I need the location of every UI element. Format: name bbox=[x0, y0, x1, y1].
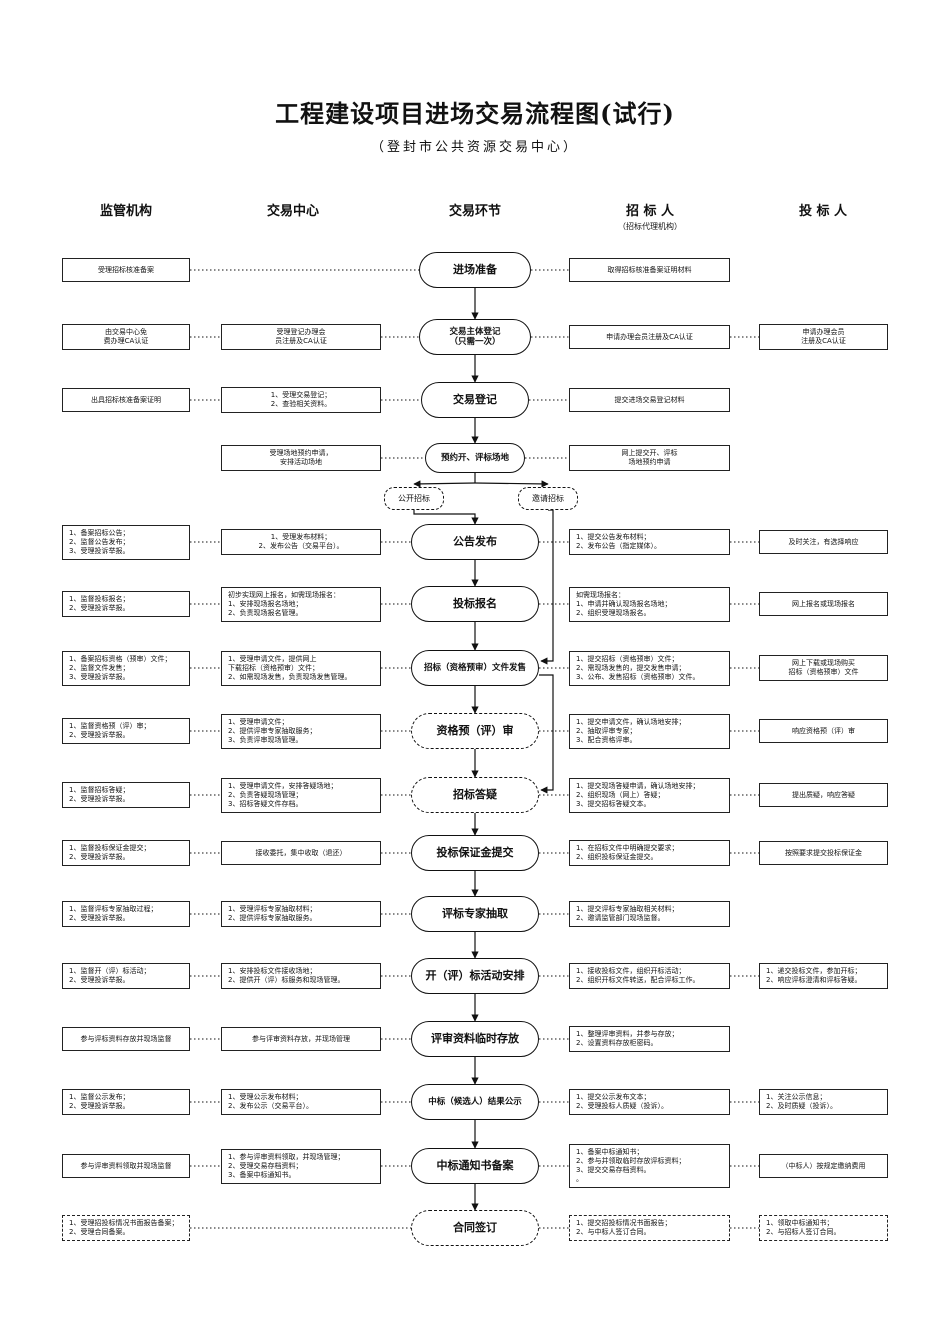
supervisor-box: 1、备案招标公告； 2、监督公告发布； 3、受理投诉举报。 bbox=[62, 524, 190, 560]
column-header-tenderer: 招 标 人 bbox=[625, 204, 675, 219]
column-note-tenderer: （招标代理机构） bbox=[618, 222, 682, 231]
tenderer-box: 取得招标核准备案证明材料 bbox=[569, 258, 730, 282]
tenderer-box: 1、提交评标专家抽取相关材料； 2、邀请监管部门现场监督。 bbox=[569, 901, 730, 927]
tenderer-box: 提交进场交易登记材料 bbox=[569, 388, 730, 412]
stage-node: 招标（资格预审）文件发售 bbox=[411, 650, 539, 686]
branch-open-tender: 公开招标 bbox=[384, 487, 444, 510]
center-box: 1、受理申请文件； 2、提供评审专家抽取服务； 3、负责评审现场管理。 bbox=[221, 713, 381, 749]
supervisor-box: 受理招标核准备案 bbox=[62, 258, 190, 282]
tenderer-box: 1、在招标文件中明确提交要求； 2、组织投标保证金提交。 bbox=[569, 840, 730, 866]
bidder-box: 申请办理会员 注册及CA认证 bbox=[759, 324, 888, 350]
center-box: 1、受理交易登记； 2、查验相关资料。 bbox=[221, 387, 381, 413]
stage-node: 合同签订 bbox=[411, 1210, 539, 1246]
center-box: 1、受理公示发布材料； 2、发布公示（交易平台）。 bbox=[221, 1089, 381, 1115]
bidder-box: 1、关注公示信息； 2、及时质疑（投诉）。 bbox=[759, 1089, 888, 1115]
column-header-stage: 交易环节 bbox=[448, 204, 501, 219]
bidder-box: 1、递交投标文件，参加开标； 2、响应评标澄清和评标答疑。 bbox=[759, 963, 888, 989]
column-header-bidder: 投 标 人 bbox=[798, 204, 848, 219]
tenderer-box: 1、提交招标（资格预审）文件； 2、需现场发售的，提交发售申请； 3、公布、发售… bbox=[569, 650, 730, 686]
bidder-box: 网上报名或现场报名 bbox=[759, 592, 888, 616]
supervisor-box: 1、监督评标专家抽取过程； 2、受理投诉举报。 bbox=[62, 901, 190, 927]
bidder-box: （中标人）按规定缴纳费用 bbox=[759, 1154, 888, 1178]
flow-arrow bbox=[413, 510, 479, 525]
tenderer-box: 1、整理评审资料，并参与存放； 2、设置资料存放柜密码。 bbox=[569, 1026, 730, 1052]
center-box: 参与评审资料存放，并现场管理 bbox=[221, 1027, 381, 1051]
bidder-box: 1、领取中标通知书； 2、与招标人签订合同。 bbox=[759, 1215, 888, 1241]
stage-node: 交易登记 bbox=[421, 382, 529, 418]
column-header-supervisor: 监管机构 bbox=[99, 204, 152, 219]
tenderer-box: 如需现场报名： 1、申请并确认现场报名场地； 2、组织受理现场报名。 bbox=[569, 586, 730, 622]
invite-bypass-arrow bbox=[539, 674, 554, 794]
center-box: 接收委托，集中收取（退还） bbox=[221, 841, 381, 865]
center-box: 1、受理评标专家抽取材料； 2、提供评标专家抽取服务。 bbox=[221, 901, 381, 927]
branch-invited-tender: 邀请招标 bbox=[518, 487, 578, 510]
bidder-box: 网上下载或现场购买 招标（资格预审）文件 bbox=[759, 655, 888, 681]
center-box: 1、受理申请文件，安排答疑场地； 2、负责答疑现场管理； 3、招标答疑文件存档。 bbox=[221, 777, 381, 813]
column-header-center: 交易中心 bbox=[266, 204, 319, 219]
stage-node: 中标（候选人）结果公示 bbox=[411, 1084, 539, 1120]
stage-node: 资格预（评）审 bbox=[411, 713, 539, 749]
supervisor-box: 参与评标资料存放并现场监督 bbox=[62, 1027, 190, 1051]
tenderer-box: 申请办理会员注册及CA认证 bbox=[569, 325, 730, 349]
bidder-box: 响应资格预（评）审 bbox=[759, 719, 888, 743]
tenderer-box: 1、备案中标通知书； 2、参与并领取临时存放评标资料； 3、提交交易存档资料。 … bbox=[569, 1144, 730, 1188]
tenderer-box: 1、接收投标文件，组织开标活动； 2、组织开标文件转送，配合评标工作。 bbox=[569, 963, 730, 989]
stage-node: 开（评）标活动安排 bbox=[411, 958, 539, 994]
supervisor-box: 1、监督开（评）标活动； 2、受理投诉举报。 bbox=[62, 963, 190, 989]
stage-node: 招标答疑 bbox=[411, 777, 539, 813]
invite-bypass bbox=[548, 509, 554, 650]
stage-node: 投标报名 bbox=[411, 586, 539, 622]
center-box: 1、参与评审资料领取，并现场管理； 2、受理交易存档资料； 3、备案中标通知书。 bbox=[221, 1148, 381, 1184]
center-box: 1、安排投标文件接收场地； 2、提供开（评）标服务和现场管理。 bbox=[221, 963, 381, 989]
supervisor-box: 1、监督投标保证金提交； 2、受理投诉举报。 bbox=[62, 840, 190, 866]
tenderer-box: 网上提交开、评标 场地预约申请 bbox=[569, 445, 730, 471]
tenderer-box: 1、提交公告发布材料； 2、发布公告（指定媒体）。 bbox=[569, 529, 730, 555]
stage-node: 进场准备 bbox=[419, 252, 531, 288]
supervisor-box: 1、监督投标报名； 2、受理投诉举报。 bbox=[62, 591, 190, 617]
bidder-box: 提出质疑，响应答疑 bbox=[759, 783, 888, 807]
supervisor-box: 由交易中心免 费办理CA认证 bbox=[62, 324, 190, 350]
bidder-box: 及时关注，有选择响应 bbox=[759, 530, 888, 554]
tenderer-box: 1、提交现场答疑申请，确认场地安排； 2、组织现场（网上）答疑； 3、提交招标答… bbox=[569, 777, 730, 813]
stage-node: 公告发布 bbox=[411, 524, 539, 560]
center-box: 1、受理申请文件，提供网上 下载招标（资格预审）文件； 2、如需现场发售，负责现… bbox=[221, 650, 381, 686]
page-subtitle: （登封市公共资源交易中心） bbox=[370, 140, 579, 155]
stage-node: 预约开、评标场地 bbox=[425, 443, 525, 473]
flow-arrow-invite bbox=[474, 480, 549, 488]
center-box: 受理登记办理会 员注册及CA认证 bbox=[221, 324, 381, 350]
supervisor-box: 1、监督公示发布； 2、受理投诉举报。 bbox=[62, 1089, 190, 1115]
stage-node: 投标保证金提交 bbox=[411, 835, 539, 871]
supervisor-box: 出具招标核准备案证明 bbox=[62, 388, 190, 412]
invite-arrow bbox=[540, 650, 554, 665]
stage-node: 交易主体登记 （只需一次） bbox=[419, 319, 531, 355]
supervisor-box: 1、备案招标资格（预审）文件； 2、监督文件发售； 3、受理投诉举报。 bbox=[62, 650, 190, 686]
stage-node: 评审资料临时存放 bbox=[411, 1021, 539, 1057]
supervisor-box: 1、监督招标答疑； 2、受理投诉举报。 bbox=[62, 782, 190, 808]
supervisor-box: 1、监督资格预（评）审； 2、受理投诉举报。 bbox=[62, 718, 190, 744]
tenderer-box: 1、提交招投标情况书面报告； 2、与中标人签订合同。 bbox=[569, 1215, 730, 1241]
stage-node: 中标通知书备案 bbox=[411, 1148, 539, 1184]
tenderer-box: 1、提交申请文件，确认场地安排； 2、抽取评审专家； 3、配合资格评审。 bbox=[569, 713, 730, 749]
flow-arrow-open bbox=[413, 480, 476, 488]
page-title: 工程建设项目进场交易流程图(试行) bbox=[275, 99, 675, 128]
stage-node: 评标专家抽取 bbox=[411, 896, 539, 932]
tenderer-box: 1、提交公示发布文本； 2、受理投标人质疑（投诉）。 bbox=[569, 1089, 730, 1115]
center-box: 初步实现网上报名，如需现场报名： 1、安排现场报名场地； 2、负责现场报名管理。 bbox=[221, 586, 381, 622]
center-box: 1、受理发布材料； 2、发布公告（交易平台）。 bbox=[221, 529, 381, 555]
supervisor-box: 参与评审资料领取并现场监督 bbox=[62, 1154, 190, 1178]
bidder-box: 按照要求提交投标保证金 bbox=[759, 841, 888, 865]
supervisor-box: 1、受理招投标情况书面报告备案； 2、受理合同备案。 bbox=[62, 1215, 190, 1241]
center-box: 受理场地预约申请， 安排活动场地 bbox=[221, 445, 381, 471]
